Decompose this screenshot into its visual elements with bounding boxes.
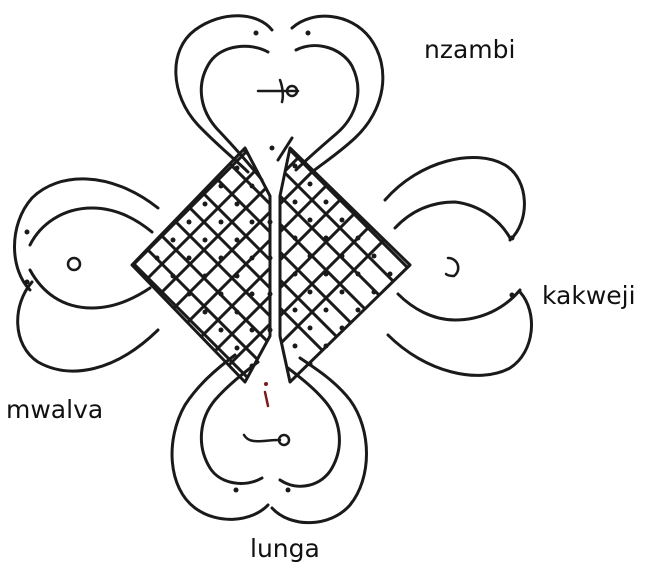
weave-top-tick	[276, 136, 294, 162]
bottom-tick-icon	[263, 390, 270, 408]
right-crescent-icon	[444, 256, 460, 278]
left-ring-icon	[66, 256, 82, 272]
label-right: kakweji	[542, 281, 636, 310]
loop-top-left	[174, 14, 274, 182]
right-diamond-dots	[292, 163, 393, 367]
loop-left	[13, 177, 160, 373]
bottom-figure-icon	[242, 433, 291, 447]
loop-bottom-left	[170, 353, 270, 521]
center-column-dots	[267, 219, 273, 333]
loop-right	[383, 156, 533, 377]
dot-grid	[24, 30, 515, 493]
loop-bottom-right	[270, 356, 368, 525]
label-left: mwalva	[6, 395, 103, 424]
label-bottom: lunga	[250, 534, 320, 563]
left-diamond-dots	[154, 165, 255, 369]
top-figure-icon	[256, 78, 300, 104]
label-top: nzambi	[424, 35, 515, 64]
loop-top-right	[290, 14, 385, 174]
weave-right-outline	[278, 146, 412, 384]
bottom-tick-dot	[264, 382, 268, 386]
